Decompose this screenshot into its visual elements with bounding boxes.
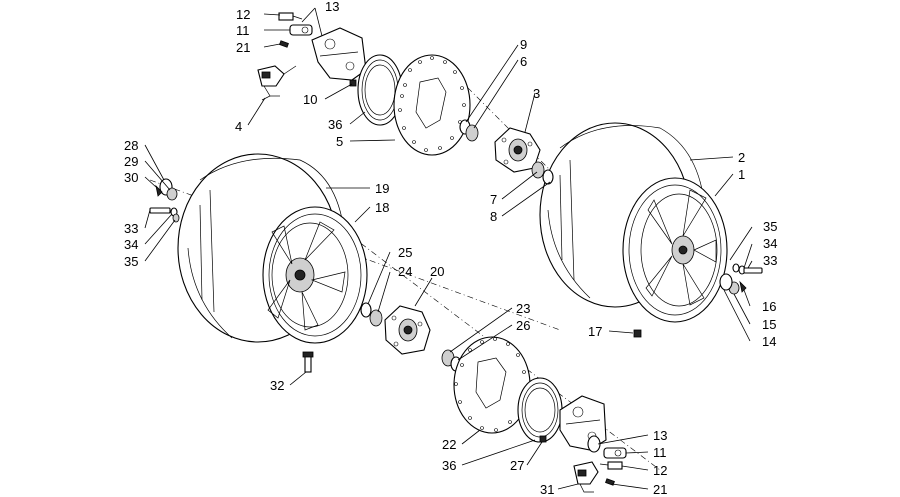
lower-disc-group bbox=[441, 336, 563, 443]
callout-24: 24 bbox=[398, 264, 412, 279]
nut-29 bbox=[166, 187, 178, 201]
callout-36: 36 bbox=[442, 458, 456, 473]
callout-2: 2 bbox=[738, 150, 745, 165]
callout-23: 23 bbox=[516, 301, 530, 316]
pin-16 bbox=[739, 280, 747, 293]
callout-22: 22 bbox=[442, 437, 456, 452]
callout-3: 3 bbox=[533, 86, 540, 101]
left-hub-group bbox=[360, 302, 431, 355]
callout-36: 36 bbox=[328, 117, 342, 132]
callout-17: 17 bbox=[588, 324, 602, 339]
pin-30 bbox=[155, 184, 163, 197]
leader-lines bbox=[144, 7, 753, 490]
bolt-33 bbox=[149, 207, 171, 214]
callout-5: 5 bbox=[336, 134, 343, 149]
callout-6: 6 bbox=[520, 54, 527, 69]
bolt-10 bbox=[349, 79, 357, 87]
callout-28: 28 bbox=[124, 138, 138, 153]
bolt-12-upper bbox=[278, 12, 303, 21]
circlip-8 bbox=[542, 169, 554, 185]
brake-disc-22 bbox=[453, 336, 531, 434]
callout-15: 15 bbox=[762, 317, 776, 332]
bushing-11-upper bbox=[289, 24, 313, 36]
left-wheel-assembly bbox=[177, 153, 368, 344]
callout-20: 20 bbox=[430, 264, 444, 279]
callout-34: 34 bbox=[124, 237, 138, 252]
bearing-7 bbox=[531, 161, 545, 179]
pin-21-upper bbox=[279, 40, 289, 48]
callout-30: 30 bbox=[124, 170, 138, 185]
brake-caliper-upper bbox=[311, 27, 367, 81]
callout-35: 35 bbox=[124, 254, 138, 269]
left-axle-hardware bbox=[149, 178, 180, 223]
callout-31: 31 bbox=[540, 482, 554, 497]
brake-disc-5 bbox=[393, 54, 471, 156]
callout-14: 14 bbox=[762, 334, 776, 349]
upper-caliper-group bbox=[257, 12, 367, 101]
nut-35 bbox=[172, 213, 180, 223]
callout-13: 13 bbox=[325, 0, 339, 14]
tone-ring-36-lower bbox=[517, 377, 563, 443]
bolt-27 bbox=[539, 435, 547, 443]
rim-left bbox=[262, 206, 368, 344]
rim-right bbox=[622, 177, 728, 323]
upper-disc-group bbox=[357, 54, 471, 156]
callout-34: 34 bbox=[763, 236, 777, 251]
callout-16: 16 bbox=[762, 299, 776, 314]
callout-33: 33 bbox=[124, 221, 138, 236]
callout-33: 33 bbox=[763, 253, 777, 268]
callout-29: 29 bbox=[124, 154, 138, 169]
lower-caliper-group bbox=[539, 395, 627, 493]
callout-labels: 12 11 21 13 4 10 36 5 9 6 3 7 8 2 1 35 3… bbox=[124, 0, 777, 497]
callout-12: 12 bbox=[653, 463, 667, 478]
bushing-11-lower bbox=[603, 447, 627, 459]
callout-13: 13 bbox=[653, 428, 667, 443]
callout-18: 18 bbox=[375, 200, 389, 215]
callout-27: 27 bbox=[510, 458, 524, 473]
hub-3 bbox=[494, 127, 541, 173]
sensor-4 bbox=[257, 65, 297, 101]
callout-21: 21 bbox=[653, 482, 667, 497]
callout-7: 7 bbox=[490, 192, 497, 207]
callout-4: 4 bbox=[235, 119, 242, 134]
washer-35 bbox=[732, 263, 740, 273]
callout-26: 26 bbox=[516, 318, 530, 333]
right-hub-group bbox=[459, 119, 554, 185]
bolt-33 bbox=[743, 267, 763, 274]
valve-32 bbox=[302, 351, 314, 373]
sensor-31 bbox=[573, 461, 599, 493]
bearing-14 bbox=[719, 273, 733, 291]
callout-11: 11 bbox=[653, 445, 667, 460]
callout-25: 25 bbox=[398, 245, 412, 260]
bolt-12-lower bbox=[599, 461, 623, 470]
callout-1: 1 bbox=[738, 167, 745, 182]
callout-21: 21 bbox=[236, 40, 250, 55]
callout-19: 19 bbox=[375, 181, 389, 196]
bearing-6 bbox=[465, 124, 479, 142]
callout-35: 35 bbox=[763, 219, 777, 234]
right-wheel-assembly bbox=[539, 122, 728, 323]
callout-11: 11 bbox=[236, 23, 250, 38]
hub-20 bbox=[384, 305, 431, 355]
callout-10: 10 bbox=[303, 92, 317, 107]
callout-12: 12 bbox=[236, 7, 250, 22]
circlip-25 bbox=[360, 302, 372, 318]
valve-17 bbox=[633, 329, 642, 338]
callout-32: 32 bbox=[270, 378, 284, 393]
pin-21-lower bbox=[605, 478, 615, 486]
callout-8: 8 bbox=[490, 209, 497, 224]
callout-9: 9 bbox=[520, 37, 527, 52]
bearing-24 bbox=[369, 309, 383, 327]
